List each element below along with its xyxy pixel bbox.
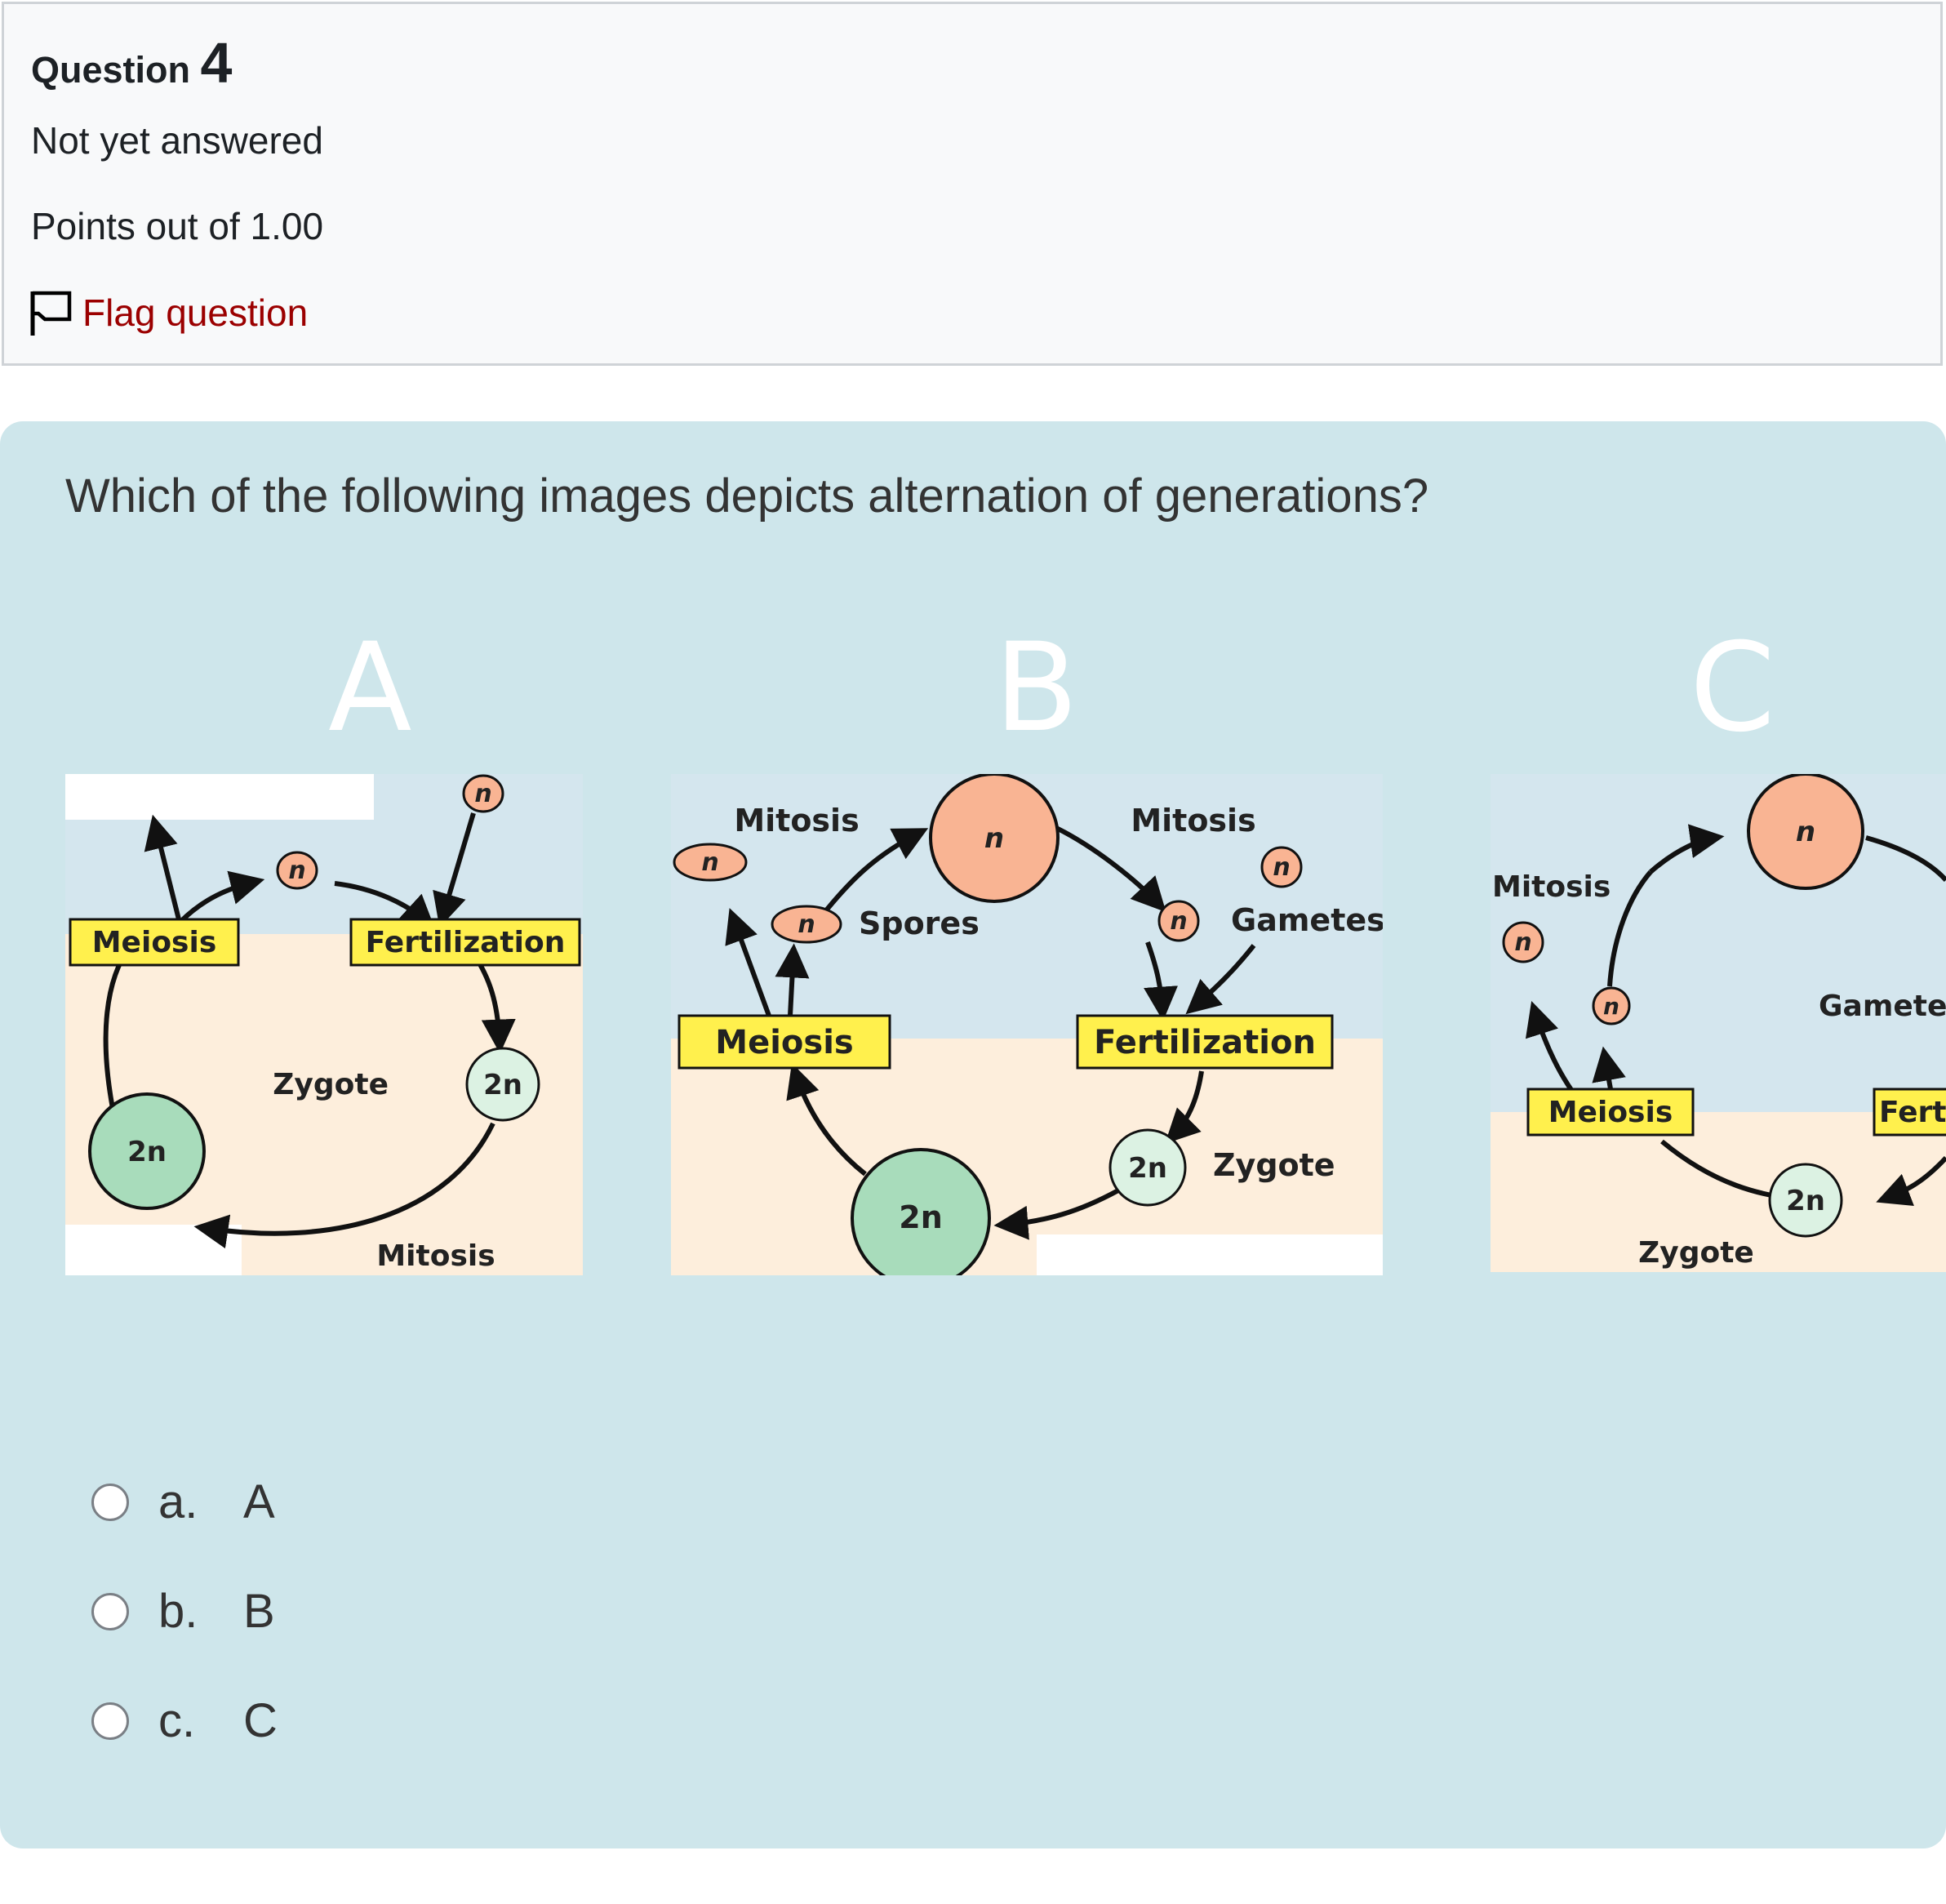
haploid-label: n bbox=[288, 856, 305, 885]
fertilization-label: Fertilization bbox=[366, 926, 566, 959]
panel-label-a: A bbox=[328, 617, 412, 759]
meiosis-label: Meiosis bbox=[92, 926, 217, 959]
fertilization-label: Fert bbox=[1879, 1096, 1946, 1129]
zygote-label: Zygote bbox=[1638, 1236, 1754, 1270]
meiosis-label: Meiosis bbox=[1548, 1096, 1673, 1129]
option-text: A bbox=[243, 1475, 275, 1528]
haploid-label: n bbox=[1273, 853, 1290, 882]
diploid-adult-label: 2n bbox=[899, 1199, 943, 1235]
haploid-label: n bbox=[1170, 907, 1187, 936]
mitosis-label: Mitosis bbox=[1492, 870, 1611, 904]
diagram-b[interactable]: Mitosis Mitosis n n n Spores n n Gametes… bbox=[671, 774, 1383, 1275]
question-content: Which of the following images depicts al… bbox=[0, 421, 1946, 1848]
mitosis-label: Mitosis bbox=[376, 1239, 495, 1273]
question-text: Which of the following images depicts al… bbox=[65, 469, 1429, 523]
flag-icon bbox=[30, 291, 72, 336]
question-number-value: 4 bbox=[200, 31, 233, 95]
haploid-label: n bbox=[701, 848, 718, 877]
flag-question-link[interactable]: Flag question bbox=[29, 288, 308, 337]
haploid-label: n bbox=[474, 780, 491, 808]
question-info-panel: Question 4 Not yet answered Points out o… bbox=[2, 2, 1943, 366]
question-grade: Points out of 1.00 bbox=[31, 205, 324, 247]
option-letter: c. bbox=[158, 1694, 196, 1747]
gametes-label: Gametes bbox=[1819, 990, 1946, 1023]
haploid-label: n bbox=[1514, 928, 1531, 957]
meiosis-label: Meiosis bbox=[715, 1024, 853, 1061]
diagram-c[interactable]: n Mitosis n n Gametes Meiosis Fert 2n Zy… bbox=[1491, 774, 1946, 1272]
diploid-zygote-label: 2n bbox=[1128, 1152, 1167, 1185]
option-letter: b. bbox=[158, 1585, 198, 1638]
option-letter: a. bbox=[158, 1475, 198, 1528]
radio-button-c[interactable] bbox=[91, 1702, 129, 1740]
diploid-adult-label: 2n bbox=[127, 1136, 167, 1168]
diploid-zygote-label: 2n bbox=[1786, 1185, 1825, 1217]
zygote-label: Zygote bbox=[273, 1068, 389, 1101]
mitosis-left-label: Mitosis bbox=[734, 803, 859, 839]
panel-label-b: B bbox=[994, 617, 1078, 759]
panel-label-c: C bbox=[1690, 617, 1775, 759]
zygote-label: Zygote bbox=[1213, 1147, 1335, 1183]
diploid-zygote-label: 2n bbox=[483, 1069, 522, 1101]
radio-button-a[interactable] bbox=[91, 1483, 129, 1521]
haploid-label: n bbox=[1796, 816, 1815, 848]
question-label: Question bbox=[31, 49, 191, 91]
haploid-label: n bbox=[1603, 993, 1619, 1020]
question-number: Question 4 bbox=[31, 30, 232, 96]
haploid-label: n bbox=[984, 822, 1004, 855]
answer-option-c[interactable]: c. C bbox=[91, 1693, 278, 1748]
option-text: B bbox=[243, 1585, 275, 1638]
answer-option-b[interactable]: b. B bbox=[91, 1584, 275, 1639]
question-state: Not yet answered bbox=[31, 119, 323, 162]
haploid-label: n bbox=[798, 910, 815, 939]
fertilization-label: Fertilization bbox=[1094, 1024, 1316, 1061]
answer-option-a[interactable]: a. A bbox=[91, 1475, 275, 1529]
option-text: C bbox=[243, 1694, 278, 1747]
mitosis-right-label: Mitosis bbox=[1131, 803, 1255, 839]
diagram-a[interactable]: n n Meiosis Fertilization Zygote 2n 2n M… bbox=[65, 774, 583, 1275]
flag-question-label: Flag question bbox=[82, 291, 309, 334]
radio-button-b[interactable] bbox=[91, 1592, 129, 1630]
spores-label: Spores bbox=[859, 905, 980, 941]
gametes-label: Gametes bbox=[1231, 902, 1383, 938]
